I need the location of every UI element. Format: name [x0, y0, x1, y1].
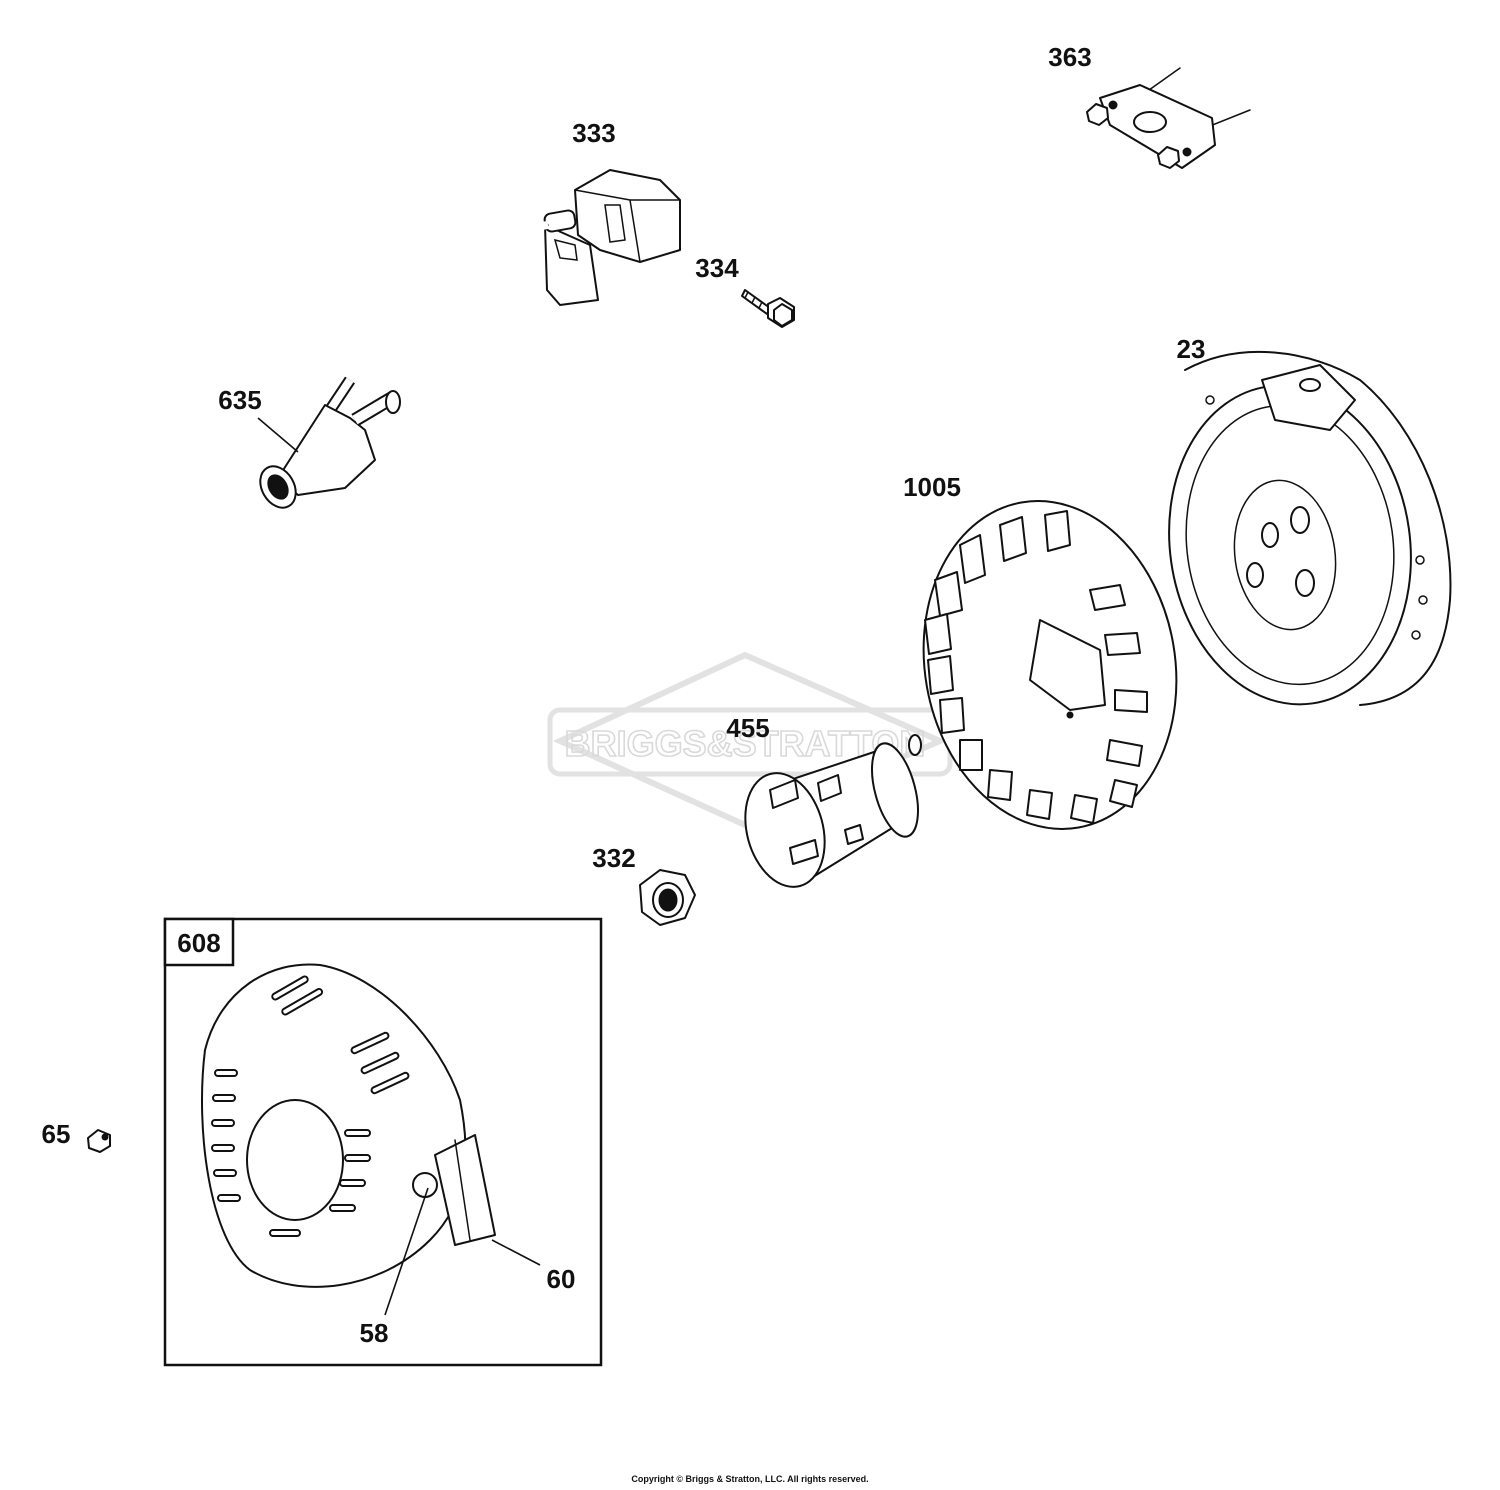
- part-1005-fan[interactable]: [898, 481, 1202, 849]
- callout-tag-608: [163, 917, 235, 967]
- callout-box-608: [163, 917, 603, 1367]
- label-1005: 1005: [903, 472, 961, 502]
- label-23: 23: [1177, 334, 1206, 364]
- part-334-screw[interactable]: [741, 289, 795, 328]
- part-23-flywheel[interactable]: [1149, 350, 1452, 720]
- starter-vents: [211, 975, 410, 1237]
- label-333: 333: [572, 118, 615, 148]
- label-363: 363: [1048, 42, 1091, 72]
- part-635-spark-plug-boot[interactable]: [253, 376, 401, 514]
- label-58: 58: [360, 1318, 389, 1348]
- part-65-screw[interactable]: [87, 1129, 111, 1153]
- label-635: 635: [218, 385, 261, 415]
- label-608: 608: [177, 928, 220, 958]
- part-labels: 363 333 334 635 23 1005 455 332 608 65 6…: [42, 42, 1206, 1348]
- label-455: 455: [726, 713, 769, 743]
- label-334: 334: [695, 253, 739, 283]
- part-333-ignition-armature[interactable]: [346, 169, 681, 381]
- label-65: 65: [42, 1119, 71, 1149]
- part-608-rewind-starter[interactable]: [163, 917, 603, 1367]
- leader-lines: [257, 417, 541, 1316]
- label-332: 332: [592, 843, 635, 873]
- label-60: 60: [547, 1264, 576, 1294]
- part-363-bracket[interactable]: [1086, 67, 1251, 169]
- part-455-starter-cup[interactable]: [733, 734, 926, 896]
- copyright-notice: Copyright © Briggs & Stratton, LLC. All …: [631, 1474, 869, 1484]
- part-332-nut[interactable]: [639, 869, 696, 926]
